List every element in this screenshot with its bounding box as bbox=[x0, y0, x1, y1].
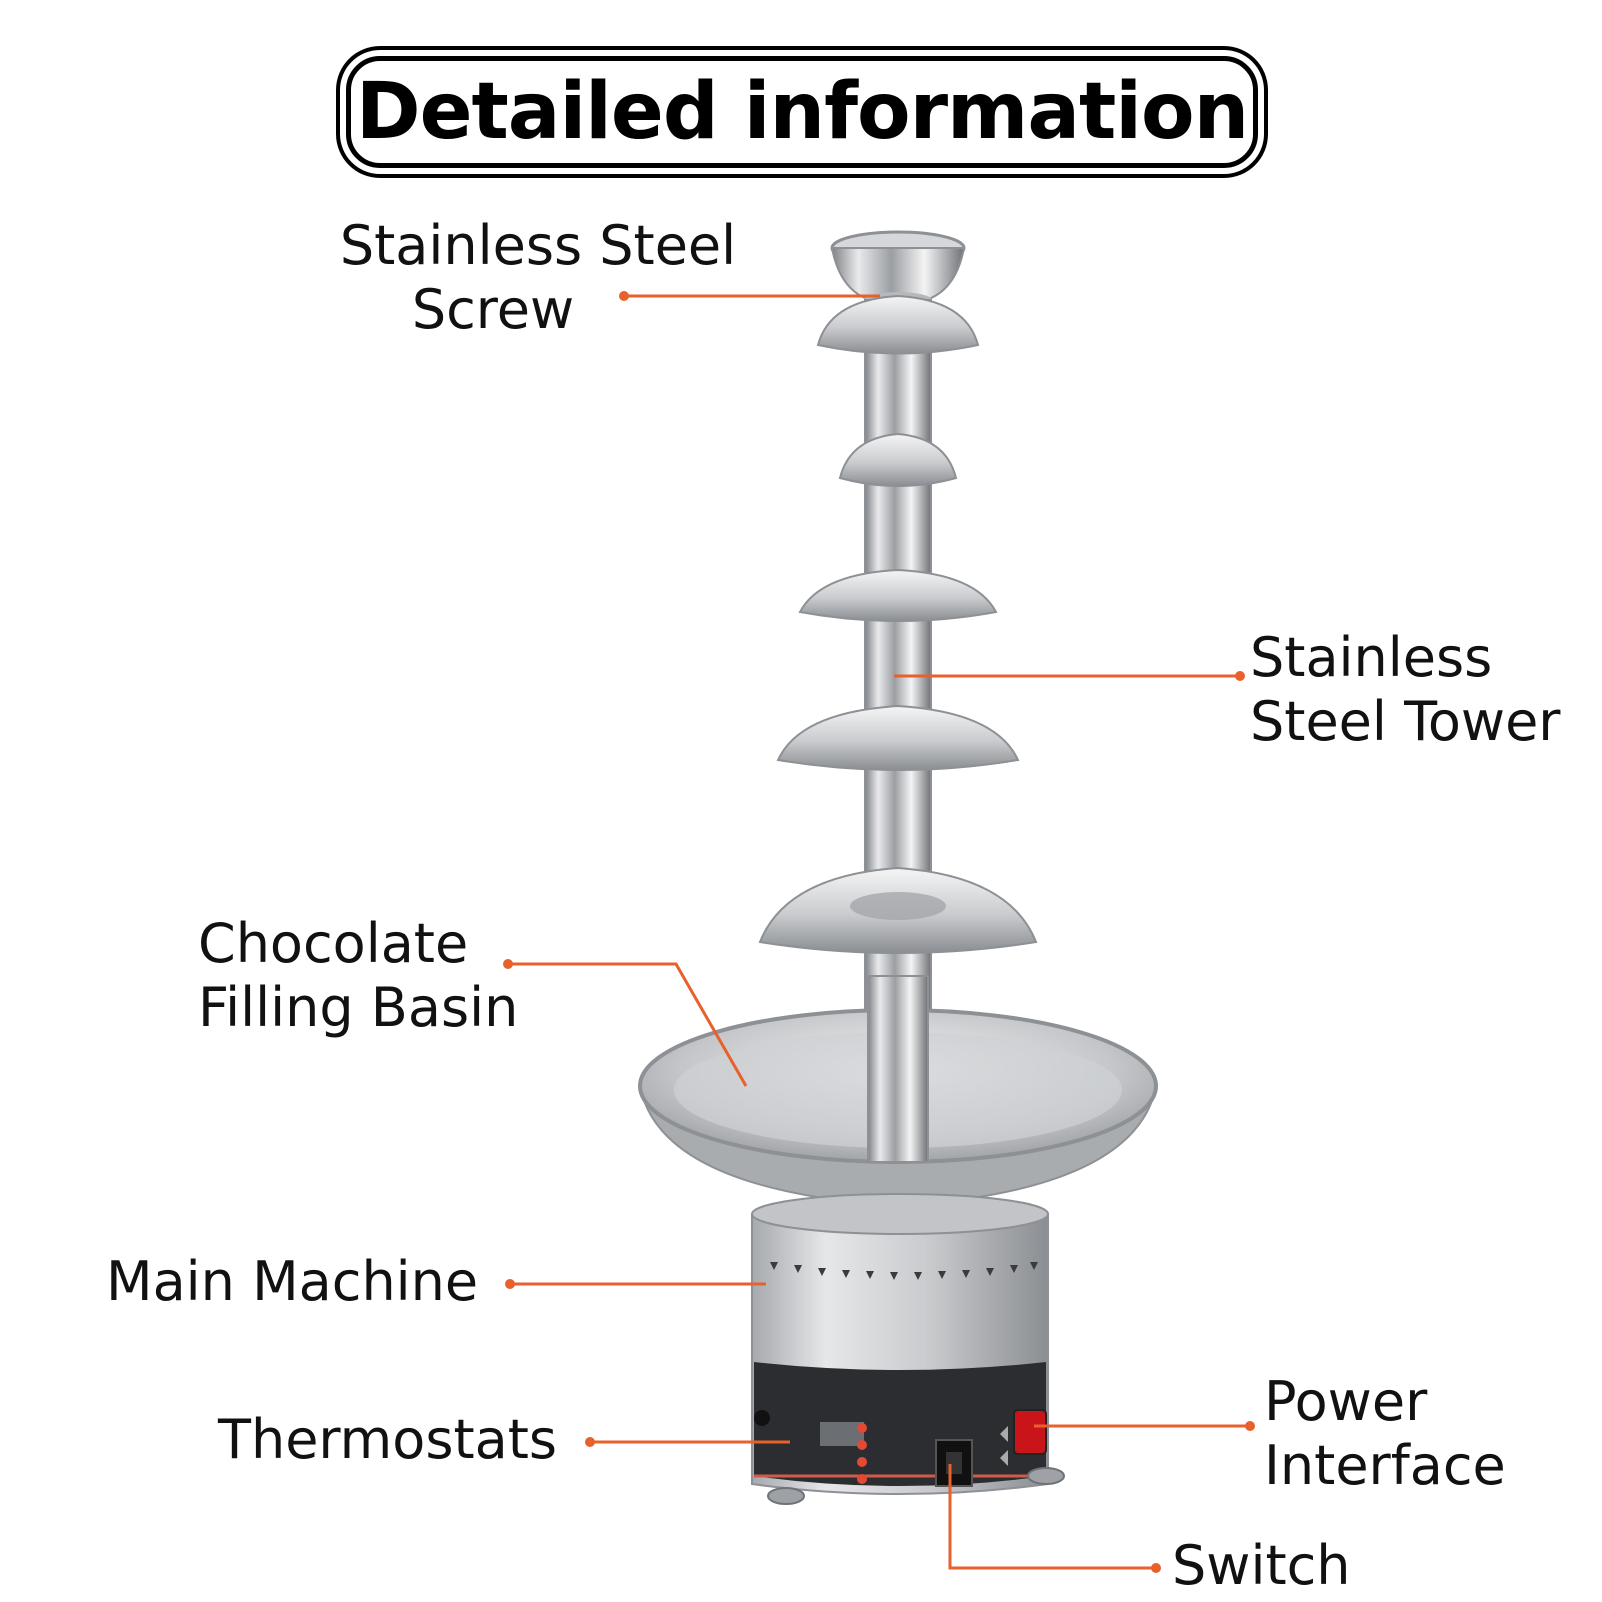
leader-switch bbox=[948, 1464, 1156, 1570]
label-switch: Switch bbox=[1172, 1534, 1351, 1598]
label-line: Screw bbox=[411, 278, 575, 341]
label-main-machine: Main Machine bbox=[106, 1250, 478, 1314]
power-interface bbox=[1000, 1409, 1047, 1466]
label-line: Interface bbox=[1264, 1434, 1506, 1497]
label-line: Switch bbox=[1172, 1534, 1351, 1597]
label-line: Stainless Steel bbox=[339, 214, 737, 277]
label-line: Steel Tower bbox=[1250, 690, 1561, 753]
label-power-interface: Power Interface bbox=[1264, 1370, 1506, 1498]
page-title: Detailed information bbox=[355, 67, 1249, 157]
label-stainless-steel-tower: Stainless Steel Tower bbox=[1250, 626, 1561, 754]
label-line: Stainless bbox=[1250, 626, 1493, 689]
chocolate-filling-basin bbox=[638, 975, 1158, 1208]
thermostats-panel bbox=[754, 1410, 867, 1484]
machine-feet bbox=[767, 1467, 1065, 1505]
label-line: Chocolate bbox=[198, 912, 469, 975]
label-stainless-steel-screw: Stainless Steel Screw bbox=[318, 214, 758, 342]
switch bbox=[935, 1439, 973, 1487]
label-line: Main Machine bbox=[106, 1250, 479, 1313]
title-badge: Detailed information bbox=[346, 56, 1258, 168]
label-thermostats: Thermostats bbox=[218, 1408, 557, 1472]
label-line: Filling Basin bbox=[198, 976, 519, 1039]
leader-basin bbox=[508, 962, 748, 1087]
label-line: Power bbox=[1264, 1370, 1428, 1433]
leader-lines bbox=[508, 294, 1250, 1570]
leader-dots bbox=[503, 291, 1255, 1573]
label-chocolate-filling-basin: Chocolate Filling Basin bbox=[198, 912, 518, 1040]
main-machine bbox=[751, 1193, 1049, 1495]
label-line: Thermostats bbox=[218, 1408, 558, 1471]
